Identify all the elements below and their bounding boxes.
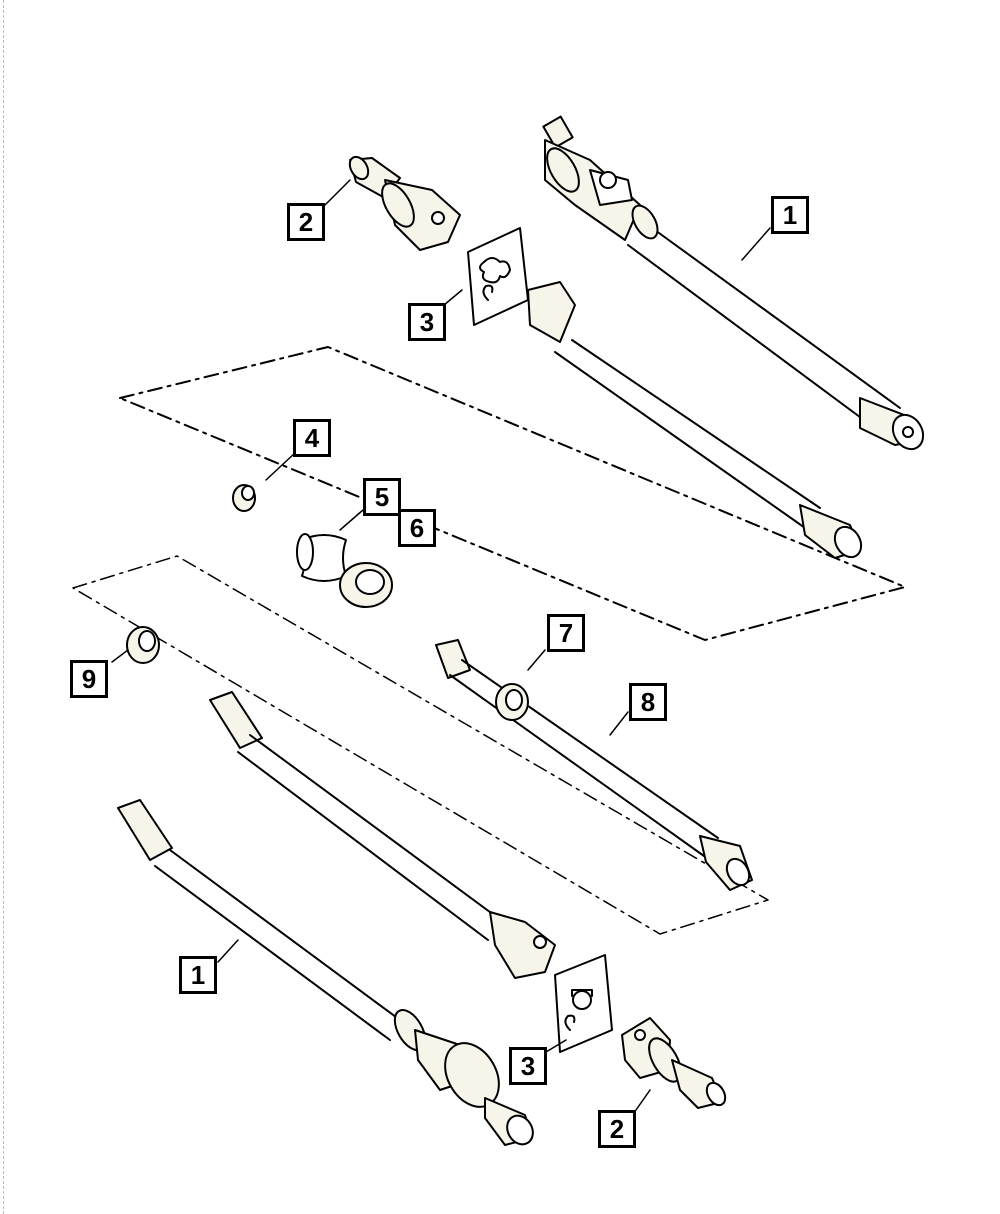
retaining-ring xyxy=(126,626,160,664)
callout-4: 4 xyxy=(293,419,331,457)
axle-shaft-top xyxy=(542,115,925,451)
inner-axle-shaft-upper xyxy=(527,281,863,559)
stub-shaft-yoke-top xyxy=(348,155,461,251)
callout-2-top: 2 xyxy=(287,203,325,241)
callout-8: 8 xyxy=(629,683,667,721)
callout-9: 9 xyxy=(70,660,108,698)
callout-1-bottom: 1 xyxy=(179,956,217,994)
callout-1-top: 1 xyxy=(771,196,809,234)
callout-7: 7 xyxy=(547,614,585,652)
page-edge-marker xyxy=(3,0,4,1214)
callout-6: 6 xyxy=(398,509,436,547)
intermediate-shaft xyxy=(435,639,753,891)
callout-3-bottom: 3 xyxy=(509,1047,547,1085)
u-joint-kit-top xyxy=(467,227,529,326)
callout-3-top: 3 xyxy=(408,303,446,341)
seal xyxy=(339,562,393,608)
shaft-seal-ring xyxy=(495,683,529,721)
inner-axle-shaft-lower xyxy=(209,691,556,979)
group-outline-upper xyxy=(119,346,906,641)
stub-shaft-yoke-bottom xyxy=(621,1017,727,1109)
callout-5: 5 xyxy=(363,478,401,516)
group-outline-lower xyxy=(72,555,769,935)
callout-2-bottom: 2 xyxy=(598,1110,636,1148)
bushing xyxy=(232,484,256,512)
leader-lines xyxy=(111,179,771,1111)
axle-shaft-bottom xyxy=(117,799,534,1146)
u-joint-kit-bottom xyxy=(554,954,613,1053)
spacer-sleeve xyxy=(296,533,347,582)
